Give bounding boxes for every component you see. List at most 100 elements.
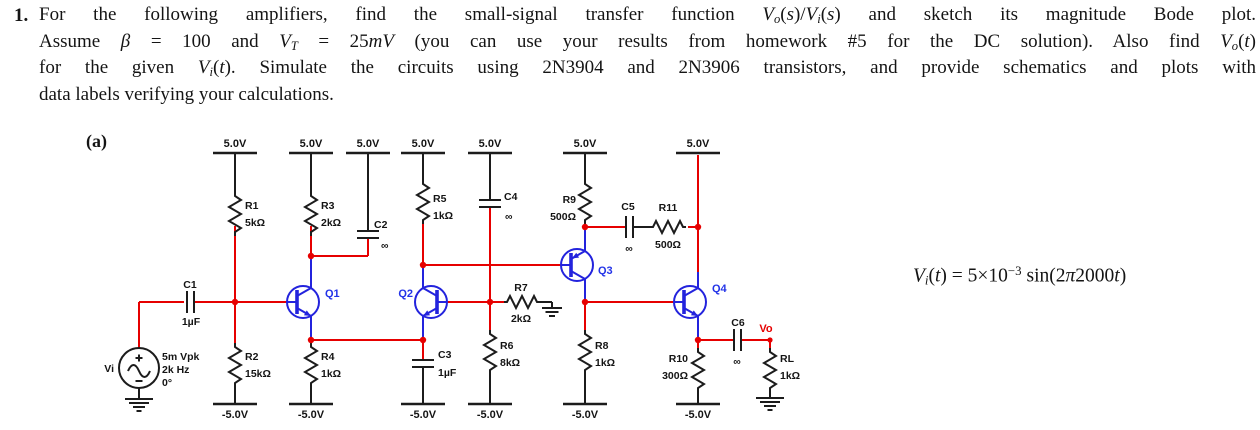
C2-ref-label: C2 xyxy=(374,219,388,231)
C6-value-label: ∞ xyxy=(733,356,741,368)
vcc-label: 5.0V xyxy=(574,138,597,150)
problem-line: For the following amplifiers, find the s… xyxy=(39,4,1256,27)
vee-terminals: -5.0V -5.0V -5.0V -5.0V -5.0V -5.0V xyxy=(211,402,722,421)
C4-ref-label: C4 xyxy=(504,191,518,203)
vcc-label: 5.0V xyxy=(687,138,710,150)
transistor-Q4: Q4 xyxy=(673,272,728,340)
capacitor-C1: C1 1µF xyxy=(182,279,201,328)
part-a-label: (a) xyxy=(86,131,107,151)
resistor-R9: R9 500Ω xyxy=(550,179,592,225)
problem-line: data labels verifying your calculations. xyxy=(39,83,334,105)
R8-ref-label: R8 xyxy=(595,340,609,352)
resistor-R5: R5 1kΩ xyxy=(416,179,453,225)
junction-dots xyxy=(231,223,773,344)
problem-number: 1. xyxy=(14,5,29,26)
Q1-label: Q1 xyxy=(325,288,340,300)
vee-label: -5.0V xyxy=(685,409,712,421)
C3-ref-label: C3 xyxy=(438,349,452,361)
Q3-label: Q3 xyxy=(598,265,613,277)
vcc-label: 5.0V xyxy=(479,138,502,150)
Q2-label: Q2 xyxy=(398,288,413,300)
vcc-label: 5.0V xyxy=(412,138,435,150)
capacitor-C4: C4 ∞ xyxy=(478,191,518,223)
C3-value-label: 1µF xyxy=(438,367,457,379)
vee-label: -5.0V xyxy=(298,409,325,421)
RL-value-label: 1kΩ xyxy=(780,370,800,382)
wires xyxy=(138,155,771,360)
resistor-R3: R3 2kΩ xyxy=(304,191,341,237)
capacitor-C5: C5 ∞ xyxy=(621,201,635,255)
vcc-label: 5.0V xyxy=(300,138,323,150)
R2-value-label: 15kΩ xyxy=(245,368,271,380)
capacitor-C3: C3 1µF xyxy=(411,349,457,379)
R1-ref-label: R1 xyxy=(245,200,259,212)
input-signal-equation: Vi(t) = 5×10−3 sin(2π2000t) xyxy=(913,264,1127,288)
resistor-R11: R11 500Ω xyxy=(649,202,687,251)
R4-value-label: 1kΩ xyxy=(321,368,341,380)
vi-source-name: Vi xyxy=(104,363,114,375)
R4-ref-label: R4 xyxy=(321,351,335,363)
R8-value-label: 1kΩ xyxy=(595,357,615,369)
R2-ref-label: R2 xyxy=(245,351,259,363)
RL-ref-label: RL xyxy=(780,353,795,365)
capacitor-C2: C2 ∞ xyxy=(356,219,389,252)
capacitor-C6: C6 ∞ xyxy=(731,317,745,368)
vee-label: -5.0V xyxy=(222,409,249,421)
C2-value-label: ∞ xyxy=(381,240,389,252)
resistor-R8: R8 1kΩ xyxy=(578,329,615,375)
R9-ref-label: R9 xyxy=(563,194,577,206)
C5-ref-label: C5 xyxy=(621,201,635,213)
C5-value-label: ∞ xyxy=(625,243,633,255)
R7-ref-label: R7 xyxy=(514,282,528,294)
vi-amplitude-label: 5m Vpk xyxy=(162,351,200,363)
vcc-label: 5.0V xyxy=(357,138,380,150)
vcc-label: 5.0V xyxy=(224,138,247,150)
Q4-label: Q4 xyxy=(712,283,728,295)
component-leads xyxy=(138,153,771,404)
resistor-RL: RL 1kΩ xyxy=(763,347,800,393)
R10-value-label: 300Ω xyxy=(662,370,688,382)
vcc-terminals: 5.0V 5.0V 5.0V 5.0V 5.0V 5.0V 5.0V xyxy=(211,138,722,155)
problem-line: Assume β = 100 and VT = 25mV (you can us… xyxy=(39,30,1256,53)
resistor-R7: R7 2kΩ xyxy=(503,282,541,325)
problem-line: for the given Vi(t). Simulate the circui… xyxy=(39,57,1256,80)
ground-icon xyxy=(124,398,154,412)
R9-value-label: 500Ω xyxy=(550,211,576,223)
R7-value-label: 2kΩ xyxy=(511,313,531,325)
resistor-R1: R1 5kΩ xyxy=(228,191,265,237)
R6-value-label: 8kΩ xyxy=(500,357,520,369)
vi-phase-label: 0° xyxy=(162,377,172,389)
R11-ref-label: R11 xyxy=(659,202,678,214)
R3-ref-label: R3 xyxy=(321,200,335,212)
vi-source: Vi 5m Vpk 2k Hz 0° xyxy=(104,347,200,412)
C1-value-label: 1µF xyxy=(182,316,201,328)
problem-statement: 1. For the following amplifiers, find th… xyxy=(14,4,1256,106)
vee-label: -5.0V xyxy=(572,409,599,421)
transistor-Q1: Q1 xyxy=(286,256,340,340)
R10-ref-label: R10 xyxy=(669,353,688,365)
ground-icon xyxy=(755,397,785,411)
vo-label: Vo xyxy=(759,323,773,335)
transistor-Q2: Q2 xyxy=(398,265,448,340)
C1-ref-label: C1 xyxy=(183,279,197,291)
C4-value-label: ∞ xyxy=(505,211,513,223)
sine-icon xyxy=(127,364,151,378)
resistor-R2: R2 15kΩ xyxy=(228,342,271,388)
resistor-R4: R4 1kΩ xyxy=(304,342,341,388)
problem-lines: For the following amplifiers, find the s… xyxy=(39,4,1256,106)
vi-frequency-label: 2k Hz xyxy=(162,364,189,376)
plus-icon xyxy=(135,354,143,362)
resistor-R10: R10 300Ω xyxy=(662,347,705,393)
transistor-Q3: Q3 xyxy=(560,227,613,302)
R5-value-label: 1kΩ xyxy=(433,210,453,222)
R6-ref-label: R6 xyxy=(500,340,514,352)
vee-label: -5.0V xyxy=(477,409,504,421)
R1-value-label: 5kΩ xyxy=(245,217,265,229)
R3-value-label: 2kΩ xyxy=(321,217,341,229)
ground-icon xyxy=(541,307,563,317)
R11-value-label: 500Ω xyxy=(655,239,681,251)
R5-ref-label: R5 xyxy=(433,193,447,205)
vee-label: -5.0V xyxy=(410,409,437,421)
resistor-R6: R6 8kΩ xyxy=(483,329,520,375)
